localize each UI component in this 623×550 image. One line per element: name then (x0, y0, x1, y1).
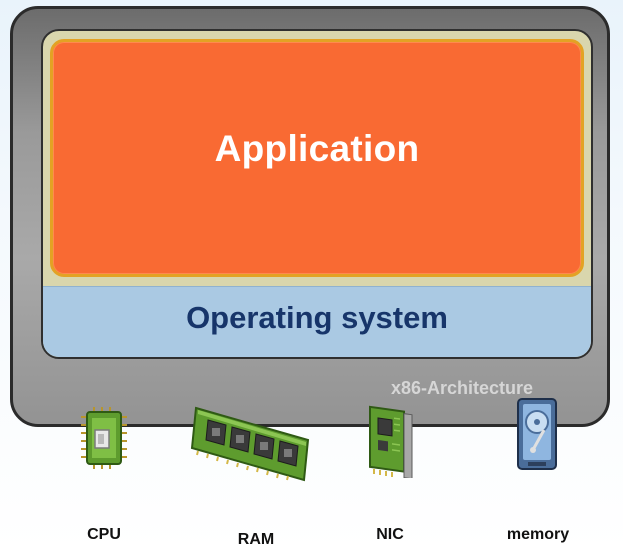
cpu-chip-icon (81, 407, 127, 469)
storage-disk-icon (517, 398, 557, 470)
operating-system-layer: Operating system (43, 286, 591, 357)
memory-label: memory (506, 526, 570, 543)
application-label: Application (214, 128, 420, 169)
operating-system-label: Operating system (186, 300, 448, 335)
software-area: Application Operating system (41, 29, 593, 359)
network-card-icon (369, 405, 413, 478)
application-layer: Application (50, 39, 584, 277)
ram-module-icon (190, 406, 310, 482)
ram-label: RAM (237, 531, 275, 548)
nic-label: NIC (376, 526, 404, 543)
architecture-label: x86-Architecture (391, 378, 534, 398)
hardware-frame: Application Operating system x86-Archite… (10, 6, 610, 427)
cpu-label: CPU (87, 526, 121, 543)
